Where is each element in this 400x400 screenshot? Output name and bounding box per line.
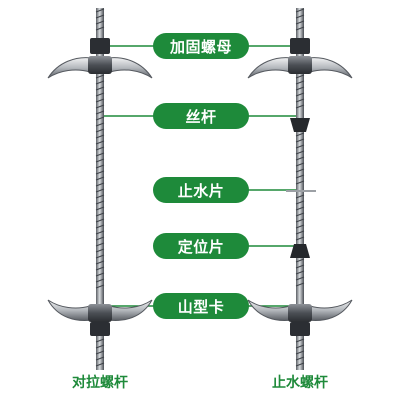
caption-right-rod: 止水螺杆 — [272, 375, 328, 391]
right-waterstop-rod — [247, 8, 353, 370]
left-tie-rod — [47, 8, 153, 370]
label-mountain-clamp: 山型卡 — [153, 293, 249, 319]
right-top-clamp-body — [288, 56, 312, 74]
right-bottom-clamp-body — [288, 304, 312, 322]
left-bottom-clamp-body — [88, 304, 112, 322]
left-rod-thread — [95, 8, 105, 367]
right-positioning-plate — [290, 244, 310, 258]
right-top-nut — [290, 38, 310, 54]
right-water-stop-plate — [290, 118, 310, 132]
caption-left-rod: 对拉螺杆 — [72, 375, 128, 391]
label-water-stop-plate: 止水片 — [153, 177, 249, 203]
left-top-clamp-body — [88, 56, 112, 74]
right-rod-thread — [295, 8, 305, 367]
right-screw-rod — [296, 8, 304, 370]
left-top-nut — [90, 38, 110, 54]
right-bottom-nut — [290, 322, 310, 336]
label-screw-rod: 丝杆 — [153, 103, 249, 129]
connector-lines — [96, 45, 300, 307]
left-screw-rod — [96, 8, 104, 370]
label-positioning-plate: 定位片 — [153, 233, 249, 259]
label-nut: 加固螺母 — [153, 33, 249, 59]
left-bottom-nut — [90, 322, 110, 336]
